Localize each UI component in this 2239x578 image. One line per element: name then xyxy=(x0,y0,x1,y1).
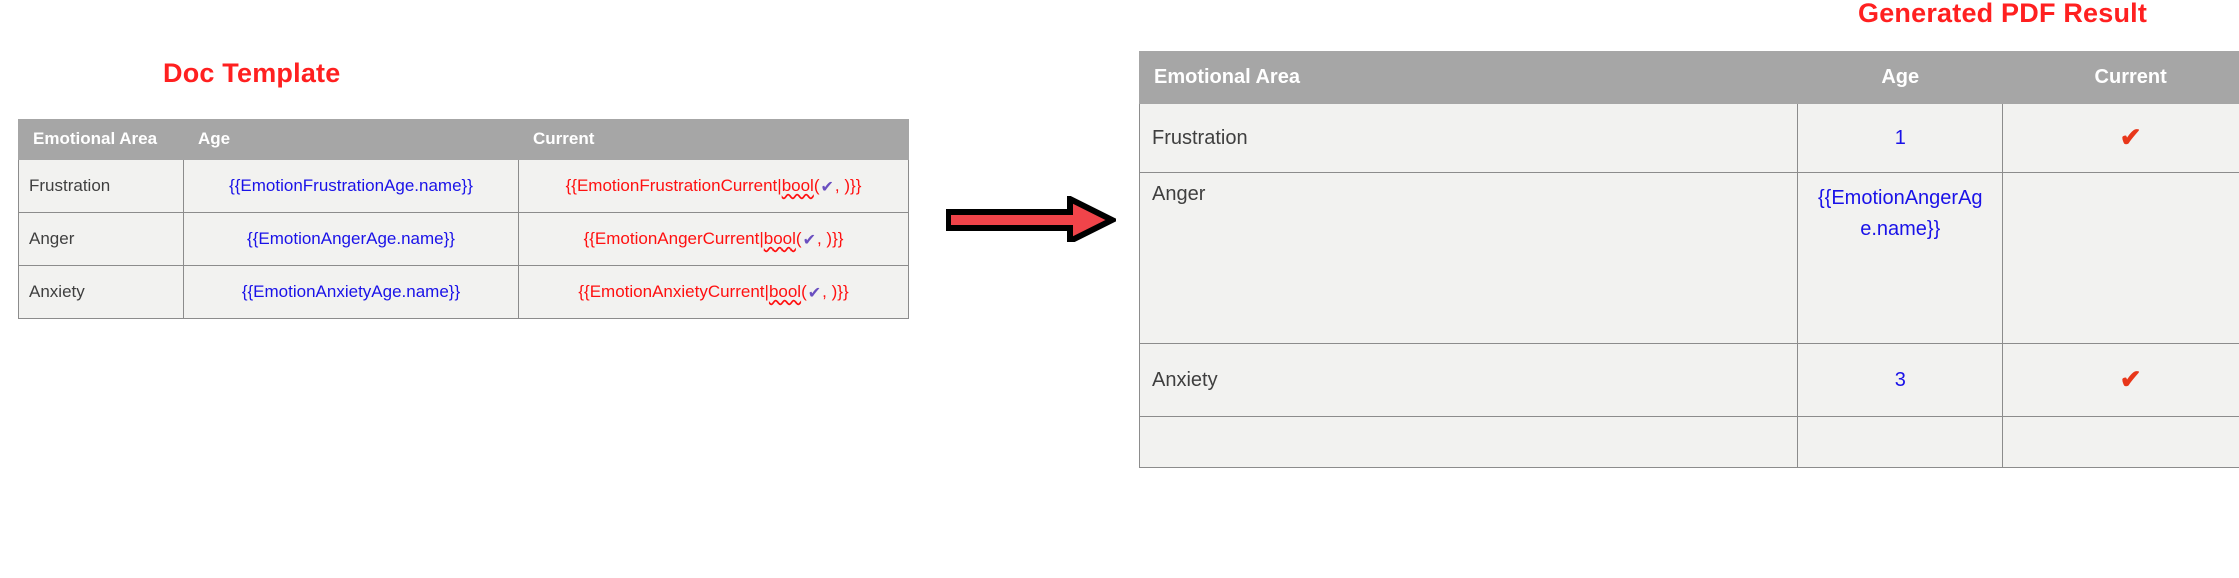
doc-row-age: {{EmotionAnxietyAge.name}} xyxy=(183,265,519,319)
age-value: 3 xyxy=(1894,368,1906,391)
pdf-col-age: Age xyxy=(1797,51,2004,104)
pdf-row-area xyxy=(1138,416,1799,468)
check-icon: ✔ xyxy=(807,284,822,302)
right-arrow-icon xyxy=(946,196,1116,242)
doc-row-age: {{EmotionAngerAge.name}} xyxy=(183,212,519,266)
doc-row-age: {{EmotionFrustrationAge.name}} xyxy=(183,159,519,213)
check-icon: ✔ xyxy=(2119,122,2142,152)
check-icon: ✔ xyxy=(820,178,834,196)
current-open-paren: ( xyxy=(795,228,802,248)
current-open-paren: ( xyxy=(813,175,820,195)
table-row: Anger {{EmotionAngerAge.name}} xyxy=(1138,172,2239,344)
doc-row-area: Anxiety xyxy=(18,265,184,319)
doc-template-col-age: Age xyxy=(183,119,519,160)
age-placeholder: {{EmotionAngerAge.name}} xyxy=(247,229,455,248)
pdf-result-table: Emotional Area Age Current Frustration 1… xyxy=(1138,51,2239,468)
pdf-row-current xyxy=(2002,172,2239,344)
pdf-col-current: Current xyxy=(2002,51,2239,104)
current-prefix: {{EmotionAnxietyCurrent| xyxy=(578,281,769,301)
pdf-row-current: ✔ xyxy=(2002,343,2239,417)
current-placeholder: {{EmotionAngerCurrent|bool(✔, )}} xyxy=(583,228,844,249)
doc-row-area: Frustration xyxy=(18,159,184,213)
pdf-row-age: 3 xyxy=(1797,343,2004,417)
current-placeholder: {{EmotionAnxietyCurrent|bool(✔, )}} xyxy=(578,281,849,302)
bool-filter-token: bool xyxy=(768,281,802,301)
pdf-row-area: Frustration xyxy=(1138,103,1799,173)
doc-row-area: Anger xyxy=(18,212,184,266)
pdf-row-area: Anxiety xyxy=(1138,343,1799,417)
table-row: Anxiety {{EmotionAnxietyAge.name}} {{Emo… xyxy=(18,265,909,319)
table-row: Frustration {{EmotionFrustrationAge.name… xyxy=(18,159,909,213)
current-placeholder: {{EmotionFrustrationCurrent|bool(✔, )}} xyxy=(565,175,862,196)
current-prefix: {{EmotionAngerCurrent| xyxy=(583,228,764,248)
current-suffix: , )}} xyxy=(834,175,862,195)
bool-filter-token: bool xyxy=(763,228,796,248)
table-row xyxy=(1138,416,2239,468)
doc-template-col-emotional-area: Emotional Area xyxy=(18,119,184,160)
age-placeholder: {{EmotionFrustrationAge.name}} xyxy=(229,176,473,195)
age-value: 1 xyxy=(1894,126,1906,149)
pdf-row-age: {{EmotionAngerAge.name}} xyxy=(1797,172,2004,344)
bool-filter-token: bool xyxy=(781,175,814,195)
doc-row-current: {{EmotionFrustrationCurrent|bool(✔, )}} xyxy=(518,159,909,213)
check-icon: ✔ xyxy=(802,231,816,249)
age-placeholder: {{EmotionAnxietyAge.name}} xyxy=(241,282,461,301)
pdf-result-heading: Generated PDF Result xyxy=(1858,0,2148,28)
table-row: Frustration 1 ✔ xyxy=(1138,103,2239,173)
current-suffix: , )}} xyxy=(822,281,849,301)
pdf-row-area: Anger xyxy=(1138,172,1799,344)
table-row: Anger {{EmotionAngerAge.name}} {{Emotion… xyxy=(18,212,909,266)
current-suffix: , )}} xyxy=(816,228,844,248)
pdf-row-age: 1 xyxy=(1797,103,2004,173)
current-prefix: {{EmotionFrustrationCurrent| xyxy=(565,175,782,195)
doc-template-table: Emotional Area Age Current Frustration {… xyxy=(18,119,909,319)
doc-row-current: {{EmotionAnxietyCurrent|bool(✔, )}} xyxy=(518,265,909,319)
doc-row-current: {{EmotionAngerCurrent|bool(✔, )}} xyxy=(518,212,909,266)
current-open-paren: ( xyxy=(801,281,807,301)
table-row: Anxiety 3 ✔ xyxy=(1138,343,2239,417)
pdf-row-current xyxy=(2002,416,2239,468)
doc-template-heading: Doc Template xyxy=(163,58,341,88)
pdf-result-header-row: Emotional Area Age Current xyxy=(1138,51,2239,104)
pdf-row-age xyxy=(1797,416,2004,468)
doc-template-header-row: Emotional Area Age Current xyxy=(18,119,909,160)
pdf-row-current: ✔ xyxy=(2002,103,2239,173)
check-icon: ✔ xyxy=(2119,364,2142,394)
doc-template-col-current: Current xyxy=(518,119,909,160)
pdf-col-emotional-area: Emotional Area xyxy=(1138,51,1799,104)
unrendered-placeholder: {{EmotionAngerAge.name}} xyxy=(1817,187,1983,240)
